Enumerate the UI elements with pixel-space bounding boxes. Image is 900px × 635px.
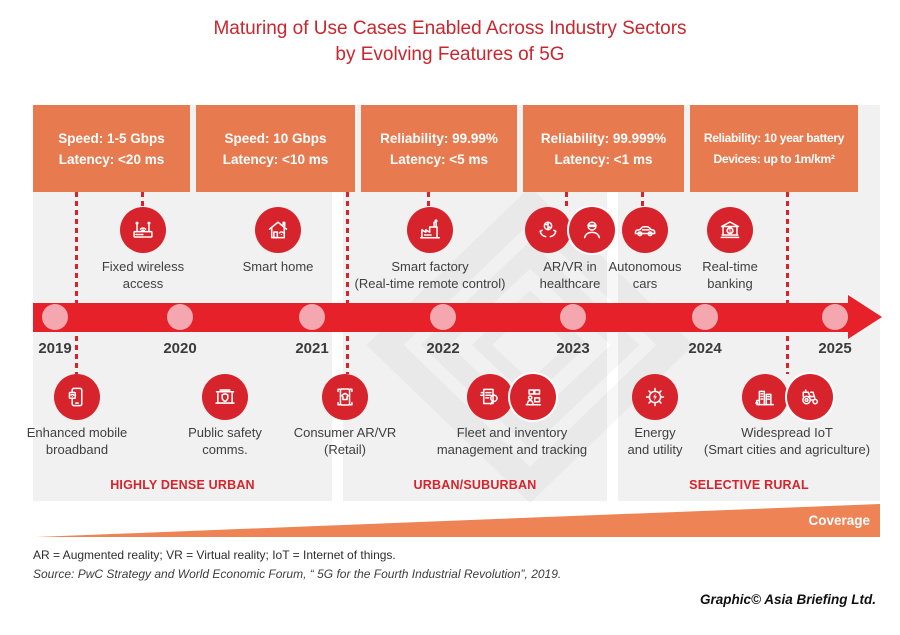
dashed-connector	[75, 192, 78, 374]
svg-text:$: $	[729, 228, 732, 234]
use-case-arvr-healthcare	[525, 207, 615, 253]
feature-box-1: Speed: 1-5 Gbps Latency: <20 ms	[33, 105, 190, 192]
dashed-connector	[427, 192, 430, 207]
timeline-dot-2021	[299, 304, 325, 330]
feature-box-4: Reliability: 99.999% Latency: <1 ms	[523, 105, 684, 192]
dashed-connector	[346, 192, 349, 374]
feature-box-3-text: Reliability: 99.99% Latency: <5 ms	[380, 130, 498, 167]
page-title: Maturing of Use Cases Enabled Across Ind…	[213, 18, 687, 65]
feature-box-2-text: Speed: 10 Gbps Latency: <10 ms	[222, 130, 329, 167]
year-label: 2023	[556, 340, 590, 357]
feature-box-3: Reliability: 99.99% Latency: <5 ms	[361, 105, 517, 192]
feature-box-5: Reliability: 10 year battery Devices: up…	[690, 105, 858, 192]
timeline-dot-2025	[822, 304, 848, 330]
feature-box-1-text: Speed: 1-5 Gbps Latency: <20 ms	[58, 130, 165, 167]
smartphone-wifi-icon	[54, 374, 100, 420]
use-case-public-safety	[202, 374, 248, 420]
dashed-connector	[141, 192, 144, 207]
year-label: 2019	[38, 340, 72, 357]
gear-bolt-icon	[632, 374, 678, 420]
timeline-dot-2020	[167, 304, 193, 330]
use-case-label: Widespread IoT (Smart cities and agricul…	[703, 425, 871, 457]
sector-label: SELECTIVE RURAL	[689, 477, 809, 492]
sector-label: HIGHLY DENSE URBAN	[110, 477, 255, 492]
year-label: 2025	[818, 340, 852, 357]
year-label: 2022	[426, 340, 460, 357]
use-case-label: Public safety comms.	[188, 425, 262, 457]
abbreviations-note: AR = Augmented reality; VR = Virtual rea…	[33, 548, 396, 562]
source-note: Source: PwC Strategy and World Economic …	[33, 567, 562, 581]
use-case-label: Fixed wireless access	[101, 259, 185, 291]
use-case-label: Enhanced mobile broadband	[26, 425, 128, 457]
use-case-label: Consumer AR/VR (Retail)	[293, 425, 397, 457]
timeline-arrowhead-icon	[848, 295, 882, 339]
use-case-label: Energy and utility	[627, 425, 683, 457]
car-icon	[622, 207, 668, 253]
person-boxes-icon	[510, 374, 556, 420]
sector-bar-urban-suburban: URBAN/SUBURBAN	[343, 468, 607, 501]
dashed-connector	[786, 192, 789, 374]
use-case-label: Smart home	[242, 259, 314, 274]
use-case-consumer-arvr	[322, 374, 368, 420]
hands-brain-icon	[525, 207, 571, 253]
use-case-label: Smart factory (Real-time remote control)	[354, 259, 506, 291]
year-label: 2020	[163, 340, 197, 357]
timeline-dot-2022	[430, 304, 456, 330]
use-case-widespread-iot	[742, 374, 833, 420]
dashed-connector	[565, 192, 568, 207]
factory-icon	[407, 207, 453, 253]
use-case-smart-factory	[407, 207, 453, 253]
phone-shirt-icon	[322, 374, 368, 420]
timeline-dot-2023	[560, 304, 586, 330]
feature-box-4-text: Reliability: 99.999% Latency: <1 ms	[540, 130, 667, 167]
use-case-fleet-inventory	[467, 374, 556, 420]
use-case-realtime-banking: $	[707, 207, 753, 253]
coverage-label: Coverage	[808, 513, 870, 528]
use-case-label: Autonomous cars	[608, 259, 682, 291]
feature-box-5-text: Reliability: 10 year battery Devices: up…	[703, 130, 845, 166]
year-label: 2024	[688, 340, 722, 357]
use-case-mobile-broadband	[54, 374, 100, 420]
sector-bar-selective-rural: SELECTIVE RURAL	[618, 468, 880, 501]
city-circuit-icon	[742, 374, 788, 420]
smart-home-icon	[255, 207, 301, 253]
sector-bar-dense-urban: HIGHLY DENSE URBAN	[33, 468, 332, 501]
use-case-energy-utility	[632, 374, 678, 420]
use-case-label: Fleet and inventory management and track…	[436, 425, 588, 457]
use-case-fixed-wireless	[120, 207, 166, 253]
feature-box-2: Speed: 10 Gbps Latency: <10 ms	[196, 105, 355, 192]
timeline-dot-2024	[692, 304, 718, 330]
shield-building-icon	[202, 374, 248, 420]
year-label: 2021	[295, 340, 329, 357]
sector-label: URBAN/SUBURBAN	[413, 477, 537, 492]
dashed-connector	[641, 192, 644, 207]
wifi-router-icon	[120, 207, 166, 253]
vr-headset-person-icon	[569, 207, 615, 253]
use-case-label: AR/VR in healthcare	[539, 259, 601, 291]
coverage-wedge	[36, 504, 880, 537]
bank-dollar-icon: $	[707, 207, 753, 253]
document-magnifier-icon	[467, 374, 513, 420]
use-case-autonomous-cars	[622, 207, 668, 253]
use-case-smart-home	[255, 207, 301, 253]
tractor-icon	[787, 374, 833, 420]
timeline-dot-2019	[42, 304, 68, 330]
use-case-label: Real-time banking	[702, 259, 758, 291]
graphic-credit: Graphic© Asia Briefing Ltd.	[700, 592, 876, 607]
